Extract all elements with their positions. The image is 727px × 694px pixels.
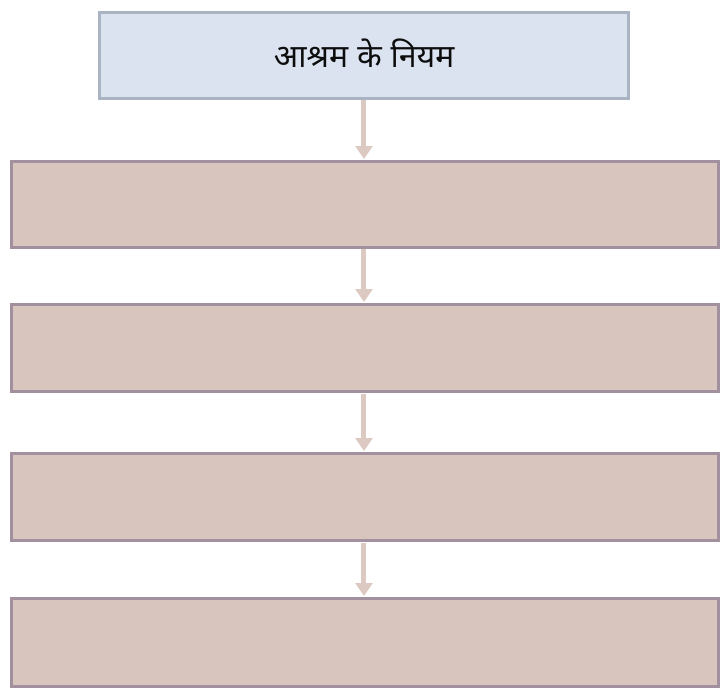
- arrow-down-icon: [354, 394, 373, 451]
- flow-box-4: [10, 597, 720, 688]
- arrow-down-icon: [354, 249, 373, 302]
- arrow-stem: [361, 249, 366, 289]
- flow-box-2: [10, 303, 720, 393]
- arrow-head: [354, 583, 373, 596]
- title-box: आश्रम के नियम: [98, 11, 630, 100]
- arrow-head: [354, 438, 373, 451]
- arrow-stem: [361, 100, 366, 146]
- arrow-stem: [361, 543, 366, 583]
- flow-box-3: [10, 452, 720, 542]
- arrow-down-icon: [354, 100, 373, 159]
- arrow-head: [354, 289, 373, 302]
- arrow-down-icon: [354, 543, 373, 596]
- arrow-stem: [361, 394, 366, 438]
- flow-box-1: [10, 160, 720, 249]
- arrow-head: [354, 146, 373, 159]
- title-text: आश्रम के नियम: [273, 37, 455, 74]
